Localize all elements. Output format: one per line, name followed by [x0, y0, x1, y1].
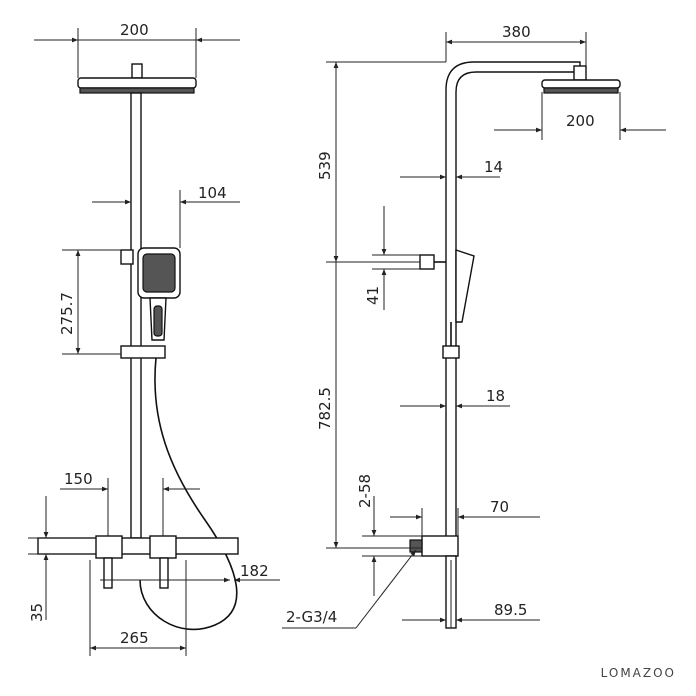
front-mixer: [37, 535, 239, 589]
side-shower-head: [541, 65, 621, 94]
side-dim-arm-reach: 380: [445, 23, 587, 66]
dim-14: 14: [484, 158, 503, 176]
side-dim-inlet-range: 2-58: [356, 474, 422, 596]
brand-logo: LOMAZOO: [600, 666, 676, 680]
dim-thread: 2-G3/4: [286, 608, 337, 626]
side-dim-top-height: 539: [316, 61, 446, 263]
dim-539: 539: [316, 151, 334, 180]
side-thread-callout: 2-G3/4: [282, 549, 417, 629]
front-hand-shower: [120, 247, 181, 359]
side-hand-shower: [419, 249, 475, 359]
side-dim-inlet-depth: 70: [390, 498, 540, 536]
dim-182: 182: [240, 562, 269, 580]
dim-200-side: 200: [566, 112, 595, 130]
side-view: 380 200 539 14 41: [282, 23, 666, 629]
dim-18: 18: [486, 387, 505, 405]
dim-380: 380: [502, 23, 531, 41]
side-dim-total-height: 782.5: [316, 262, 422, 549]
front-dim-mixer-height: 35: [28, 496, 96, 622]
front-dim-hose-offset: 182: [100, 562, 280, 583]
side-dim-tube-upper: 14: [400, 158, 503, 180]
side-dim-bracket-height: 41: [364, 206, 420, 310]
dim-265: 265: [120, 629, 149, 647]
dim-200-front: 200: [120, 21, 149, 39]
dim-782-5: 782.5: [316, 387, 334, 430]
front-shower-head: [77, 63, 197, 94]
dim-2-58: 2-58: [356, 474, 374, 508]
dim-41: 41: [364, 286, 382, 305]
front-riser-tube: [130, 92, 142, 539]
side-mixer: [409, 535, 459, 629]
side-dim-head-width: 200: [494, 92, 666, 140]
front-view: 200 104 275.7 150 35: [28, 21, 280, 656]
dim-89-5: 89.5: [494, 601, 527, 619]
dim-70: 70: [490, 498, 509, 516]
dim-150: 150: [64, 470, 93, 488]
front-dim-mixer-width: 265: [89, 560, 187, 656]
side-dim-base-depth: 89.5: [402, 601, 540, 623]
side-dim-tube-lower: 18: [400, 387, 510, 409]
front-dim-mixer-center: 150: [60, 470, 200, 536]
front-hose: [139, 357, 238, 631]
front-dim-handshower-height: 275.7: [58, 249, 121, 355]
front-dim-head-width: 200: [34, 21, 240, 78]
dim-35: 35: [28, 603, 46, 622]
dim-104: 104: [198, 184, 227, 202]
dim-275-7: 275.7: [58, 292, 76, 335]
front-dim-handshower-offset: 104: [92, 184, 240, 248]
